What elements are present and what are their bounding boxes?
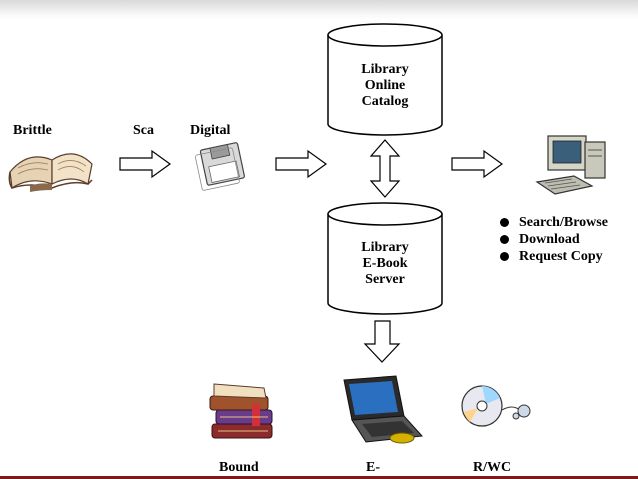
top-band xyxy=(0,0,638,20)
bullet-icon xyxy=(500,252,509,261)
feature-request-copy: Request Copy xyxy=(519,248,603,264)
bottom-rule xyxy=(0,476,638,479)
label-ebook: E- xyxy=(366,460,380,475)
feature-search-browse: Search/Browse xyxy=(519,214,608,230)
feature-list: Search/Browse Download Request Copy xyxy=(500,214,608,265)
list-item: Search/Browse xyxy=(500,214,608,231)
server-line-3: Server xyxy=(365,272,405,287)
label-scan: Sca xyxy=(133,123,154,138)
bullet-icon xyxy=(500,218,509,227)
server-cylinder xyxy=(327,202,443,315)
catalog-line-3: Catalog xyxy=(361,94,409,109)
catalog-cylinder xyxy=(327,23,443,136)
label-bound: Bound xyxy=(219,460,259,475)
arrow-brittle-to-scan xyxy=(119,149,172,179)
list-item: Download xyxy=(500,231,608,248)
label-brittle: Brittle xyxy=(13,123,52,138)
arrow-catalog-to-computer xyxy=(451,149,504,179)
arrow-catalog-server-double xyxy=(369,139,401,198)
bullet-icon xyxy=(500,235,509,244)
arrow-digital-to-catalog xyxy=(275,149,328,179)
arrow-server-down xyxy=(363,320,401,363)
desktop-computer-icon xyxy=(535,135,606,195)
laptop-icon xyxy=(343,375,424,444)
cd-disc-icon xyxy=(461,385,531,427)
catalog-label: Library Online Catalog xyxy=(340,62,430,110)
catalog-line-1: Library xyxy=(361,62,409,77)
label-digital: Digital xyxy=(190,123,231,138)
server-label: Library E-Book Server xyxy=(340,240,430,288)
server-line-2: E-Book xyxy=(362,256,408,271)
floppy-disk-icon xyxy=(195,142,245,191)
stacked-books-icon xyxy=(209,383,273,439)
catalog-line-2: Online xyxy=(364,78,406,93)
open-book-icon xyxy=(8,153,93,192)
feature-download: Download xyxy=(519,231,580,247)
server-line-1: Library xyxy=(361,240,409,255)
label-rwc: R/WC xyxy=(473,460,512,475)
list-item: Request Copy xyxy=(500,248,608,265)
